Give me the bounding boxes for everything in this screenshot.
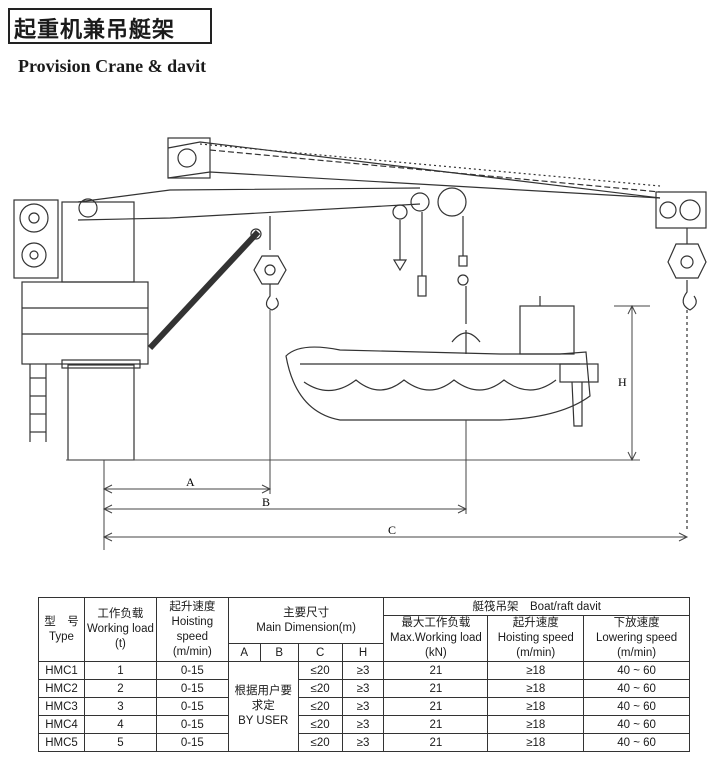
cell-type: HMC4 (38, 715, 85, 734)
crane-jib (77, 187, 421, 203)
table-row: HMC3 3 0-15 ≤20 ≥3 21 ≥18 40 ~ 60 (38, 697, 690, 716)
cell-davit-load: 21 (383, 661, 489, 680)
cell-c: ≤20 (297, 679, 343, 698)
cell-h: ≥3 (341, 733, 385, 752)
cell-h: ≥3 (341, 679, 385, 698)
cell-load: 5 (83, 733, 157, 752)
cell-lower: 40 ~ 60 (583, 697, 690, 716)
cell-lower: 40 ~ 60 (583, 733, 690, 752)
cell-type: HMC1 (38, 661, 85, 680)
cell-type: HMC5 (38, 733, 85, 752)
cell-hoist: ≥18 (487, 679, 585, 698)
cell-davit-load: 21 (383, 697, 489, 716)
cell-davit-load: 21 (383, 733, 489, 752)
cell-davit-load: 21 (383, 715, 489, 734)
cell-davit-load: 21 (383, 679, 489, 698)
table-row: HMC5 5 0-15 ≤20 ≥3 21 ≥18 40 ~ 60 (38, 733, 690, 752)
cell-h: ≥3 (341, 715, 385, 734)
cell-load: 1 (83, 661, 157, 680)
davit-arm (167, 141, 661, 199)
boat-cabin (519, 305, 575, 355)
cell-c: ≤20 (297, 661, 343, 680)
rescue-boat (285, 346, 591, 421)
title-english: Provision Crane & davit (18, 56, 207, 76)
cell-speed: 0-15 (155, 715, 229, 734)
cell-hoist: ≥18 (487, 733, 585, 752)
header-col-b: B (259, 643, 299, 662)
header-col-h: H (341, 643, 385, 662)
crane-platform (21, 281, 149, 365)
cell-load: 2 (83, 679, 157, 698)
cell-type: HMC3 (38, 697, 85, 716)
cell-speed: 0-15 (155, 733, 229, 752)
title-chinese: 起重机兼吊艇架 (14, 17, 176, 43)
cell-hoist: ≥18 (487, 697, 585, 716)
cell-c: ≤20 (297, 715, 343, 734)
cell-c: ≤20 (297, 733, 343, 752)
dimension-c-label: C (388, 523, 396, 537)
cell-load: 4 (83, 715, 157, 734)
dimension-h-label: H (618, 375, 627, 389)
cell-lower: 40 ~ 60 (583, 679, 690, 698)
outboard-engine (559, 363, 599, 383)
table-row: HMC2 2 0-15 ≤20 ≥3 21 ≥18 40 ~ 60 (38, 679, 690, 698)
crane-house (61, 201, 135, 283)
cell-hoist: ≥18 (487, 715, 585, 734)
winch-drum (13, 199, 59, 279)
table-row: HMC4 4 0-15 ≤20 ≥3 21 ≥18 40 ~ 60 (38, 715, 690, 734)
cell-speed: 0-15 (155, 697, 229, 716)
header-col-c: C (297, 643, 343, 662)
cell-type: HMC2 (38, 679, 85, 698)
cell-load: 3 (83, 697, 157, 716)
cell-hoist: ≥18 (487, 661, 585, 680)
cell-h: ≥3 (341, 697, 385, 716)
dimension-a-label: A (186, 475, 195, 489)
dimension-b-label: B (262, 495, 270, 509)
crane-pedestal (67, 364, 135, 461)
luffing-cylinder (147, 229, 261, 351)
header-davit: 艇筏吊架 Boat/raft davit (383, 597, 690, 616)
cell-speed: 0-15 (155, 679, 229, 698)
cell-c: ≤20 (297, 697, 343, 716)
crane-drawing: A B C H (13, 137, 707, 550)
cell-h: ≥3 (341, 661, 385, 680)
cell-speed: 0-15 (155, 661, 229, 680)
header-col-a: A (227, 643, 261, 662)
cell-lower: 40 ~ 60 (583, 661, 690, 680)
cell-lower: 40 ~ 60 (583, 715, 690, 734)
title-box (8, 8, 212, 44)
